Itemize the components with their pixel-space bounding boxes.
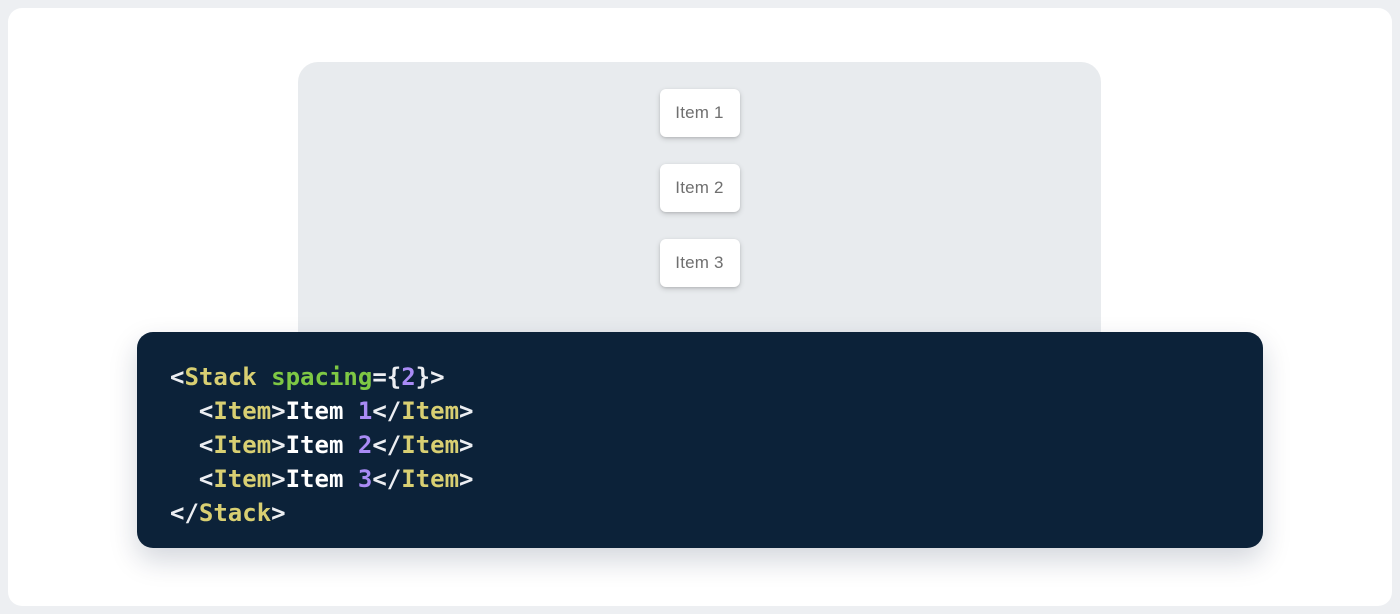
code-token-txt: Item <box>285 431 358 459</box>
code-line: <Stack spacing={2}> <box>170 360 1243 394</box>
code-token-txt: Item <box>285 397 358 425</box>
code-line: <Item>Item 2</Item> <box>170 428 1243 462</box>
code-token-punc: > <box>459 465 474 493</box>
code-token-num: 3 <box>357 465 373 493</box>
code-block: <Stack spacing={2}> <Item>Item 1</Item> … <box>137 332 1263 548</box>
code-line: </Stack> <box>170 496 1243 530</box>
code-line: <Item>Item 3</Item> <box>170 462 1243 496</box>
code-token-txt <box>170 465 199 493</box>
code-line: <Item>Item 1</Item> <box>170 394 1243 428</box>
code-token-punc: < <box>170 363 185 391</box>
item-button[interactable]: Item 1 <box>659 89 740 137</box>
code-token-txt <box>170 397 199 425</box>
code-token-tag: Item <box>213 465 272 493</box>
code-token-punc: > <box>271 431 286 459</box>
code-token-tag: Item <box>213 431 272 459</box>
code-token-tag: Stack <box>184 363 257 391</box>
page-card: Item 1 Item 2 Item 3 <Stack spacing={2}>… <box>8 8 1392 606</box>
code-token-punc: > <box>459 431 474 459</box>
code-token-num: 2 <box>401 363 416 391</box>
code-token-punc: > <box>271 499 286 527</box>
code-token-punc: < <box>198 465 214 493</box>
code-token-punc: </ <box>170 499 199 527</box>
code-token-punc: </ <box>372 397 402 425</box>
item-button[interactable]: Item 3 <box>659 239 740 287</box>
item-button[interactable]: Item 2 <box>659 164 740 212</box>
code-token-tag: Stack <box>198 499 272 527</box>
code-token-tag: Item <box>401 465 460 493</box>
code-token-tag: Item <box>213 397 272 425</box>
code-token-punc: < <box>198 431 214 459</box>
code-token-punc: > <box>271 465 286 493</box>
code-token-punc: > <box>271 397 286 425</box>
code-token-attr: spacing <box>271 363 373 391</box>
code-token-tag: Item <box>401 397 460 425</box>
code-token-punc: }> <box>415 363 445 391</box>
code-token-punc: </ <box>372 431 402 459</box>
code-token-txt <box>170 431 199 459</box>
code-token-punc: < <box>198 397 214 425</box>
code-token-punc: > <box>459 397 474 425</box>
code-content: <Stack spacing={2}> <Item>Item 1</Item> … <box>170 360 1243 530</box>
code-token-punc: ={ <box>372 363 402 391</box>
code-token-num: 1 <box>357 397 373 425</box>
code-token-num: 2 <box>357 431 373 459</box>
code-token-tag: Item <box>401 431 460 459</box>
code-token-txt <box>257 363 271 391</box>
code-token-txt: Item <box>285 465 358 493</box>
code-token-punc: </ <box>372 465 402 493</box>
